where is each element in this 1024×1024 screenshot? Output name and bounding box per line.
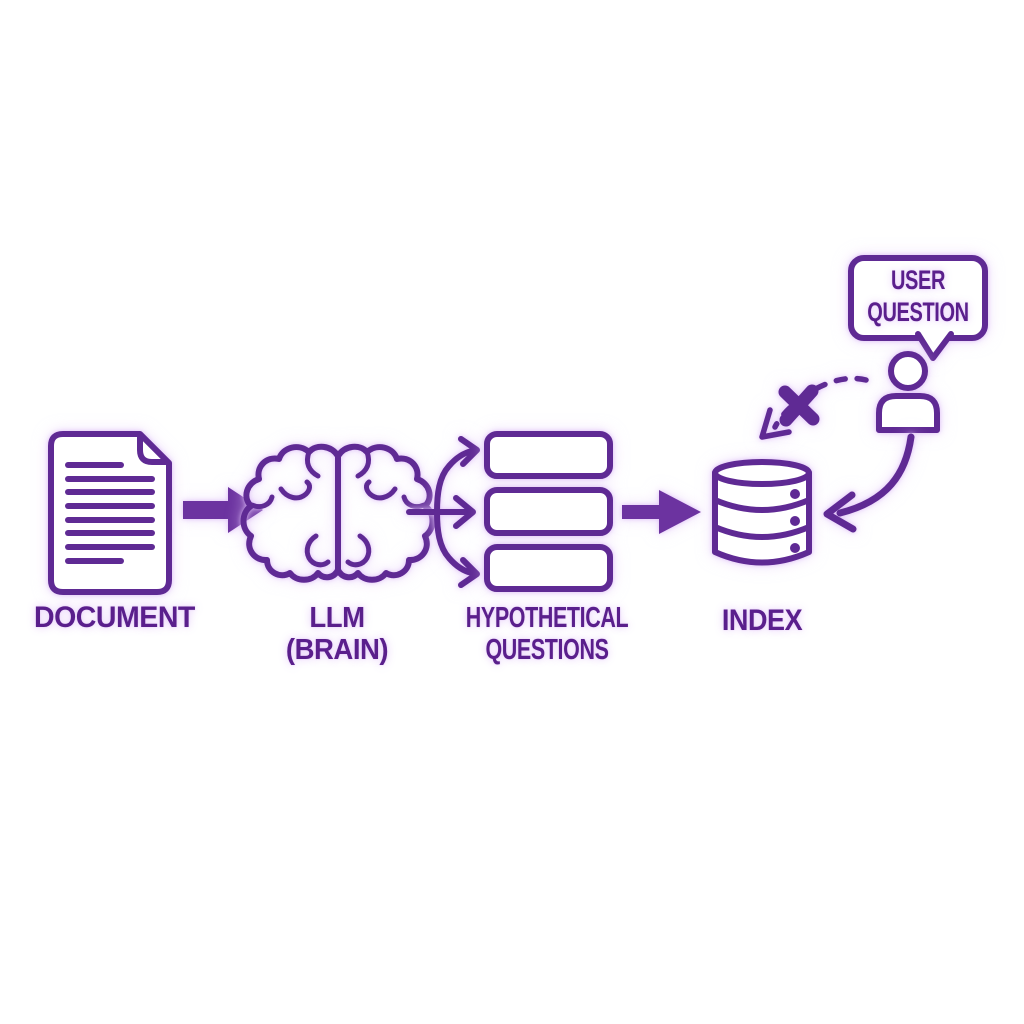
person-head [888,351,928,391]
arrow-right-icon-1 [183,487,263,533]
arrow-right-shape [183,487,263,533]
question-boxes-icon [484,431,613,592]
x-mark-icon [778,384,820,427]
branch-top-arrowhead [458,436,480,467]
bubble-line1: USER [890,265,946,296]
arrow-right-icon-2 [622,490,701,534]
question-box-3 [484,544,613,592]
database-body [712,470,812,566]
database-led-3 [790,543,800,553]
dashed-arrow-arrowhead [759,407,792,440]
question-box-1 [484,431,613,479]
document-text-lines [65,462,155,564]
document-fold [137,433,170,465]
bubble-line2: QUESTION [867,297,969,327]
speech-bubble-tail-fill [916,332,953,358]
branch-middle-arrowhead [453,495,476,529]
llm-label-line2: (BRAIN) [285,634,389,667]
branch-bottom [434,509,475,576]
branch-arrows-icon [406,436,480,588]
database-divider-2 [712,524,812,540]
llm-label: LLM (BRAIN) [261,602,413,667]
llm-label-line1: LLM [309,602,365,634]
question-box-2 [484,487,613,536]
database-icon [712,459,812,566]
person-body [876,393,940,433]
speech-bubble-tail [915,331,954,361]
hypothetical-questions-label: HYPOTHETICAL QUESTIONS [466,602,629,667]
document-outline [48,431,172,595]
document-label: DOCUMENT [34,601,195,635]
curved-arrow-path [836,433,915,517]
person-icon [876,351,940,433]
brain-left-hemisphere [240,443,341,583]
database-led-1 [790,489,800,499]
branch-top [434,448,475,515]
database-top [712,459,812,487]
brain-right-hemisphere [335,443,436,583]
document-label-text: DOCUMENT [34,601,195,634]
user-question-bubble-text: USER QUESTION [867,260,969,334]
document-icon [48,431,172,595]
curved-arrow-arrowhead [823,491,857,533]
user-to-index-arrow [823,433,915,533]
index-label-text: INDEX [721,604,803,637]
arrow-right-shape [622,490,701,534]
brain-icon [240,443,436,583]
database-divider-1 [712,497,812,513]
index-label: INDEX [690,604,834,638]
hq-label-line2: QUESTIONS [485,634,609,667]
speech-bubble [848,255,988,361]
database-led-2 [790,516,800,526]
hq-label-line1: HYPOTHETICAL [465,602,629,634]
branch-bottom-arrowhead [458,557,480,588]
dashed-blocked-arrow [759,375,869,440]
